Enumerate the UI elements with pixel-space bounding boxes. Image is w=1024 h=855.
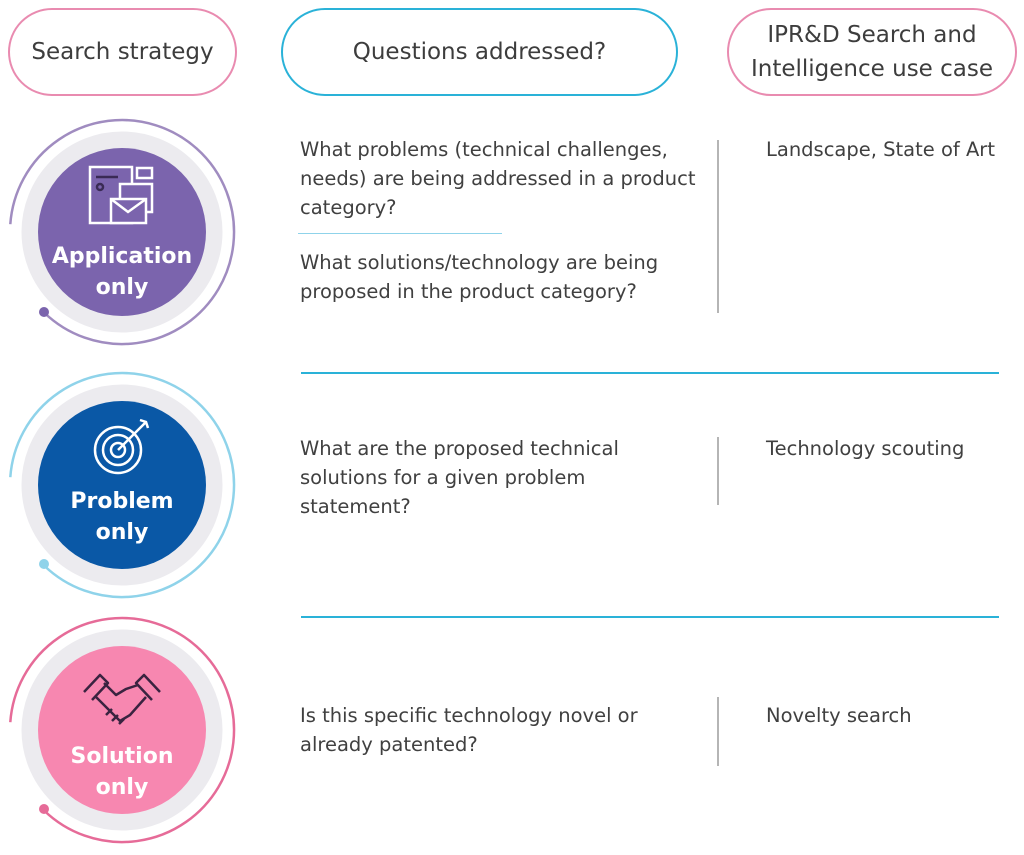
question-text: What problems (technical challenges, nee… [300,138,696,219]
column-divider [717,140,719,313]
column-divider [717,697,719,766]
handshake-icon [83,673,161,725]
header-search-strategy: Search strategy [8,8,237,96]
strategy-circle [9,371,236,599]
use-case-text: Technology scouting [766,437,965,460]
question-text: Is this specific technology novel or alr… [300,704,638,756]
target-icon [93,418,150,475]
strategy-circle [9,616,236,844]
header-questions: Questions addressed? [281,8,678,96]
header-label: Search strategy [31,39,214,65]
header-use-case: IPR&D Search and Intelligence use case [727,8,1017,96]
header-label: Questions addressed? [352,39,607,65]
use-case-text: Landscape, State of Art [766,138,995,161]
use-case-text: Novelty search [766,704,912,727]
question-divider [298,233,502,234]
column-divider [717,437,719,505]
header-label: IPR&D Search and Intelligence use case [750,22,994,82]
question-text: What are the proposed technical solution… [300,437,619,518]
application-documents-icon [88,165,154,225]
row-divider [301,616,999,618]
question-text: What solutions/technology are being prop… [300,251,659,303]
row-divider [301,372,999,374]
strategy-circle [9,118,236,346]
